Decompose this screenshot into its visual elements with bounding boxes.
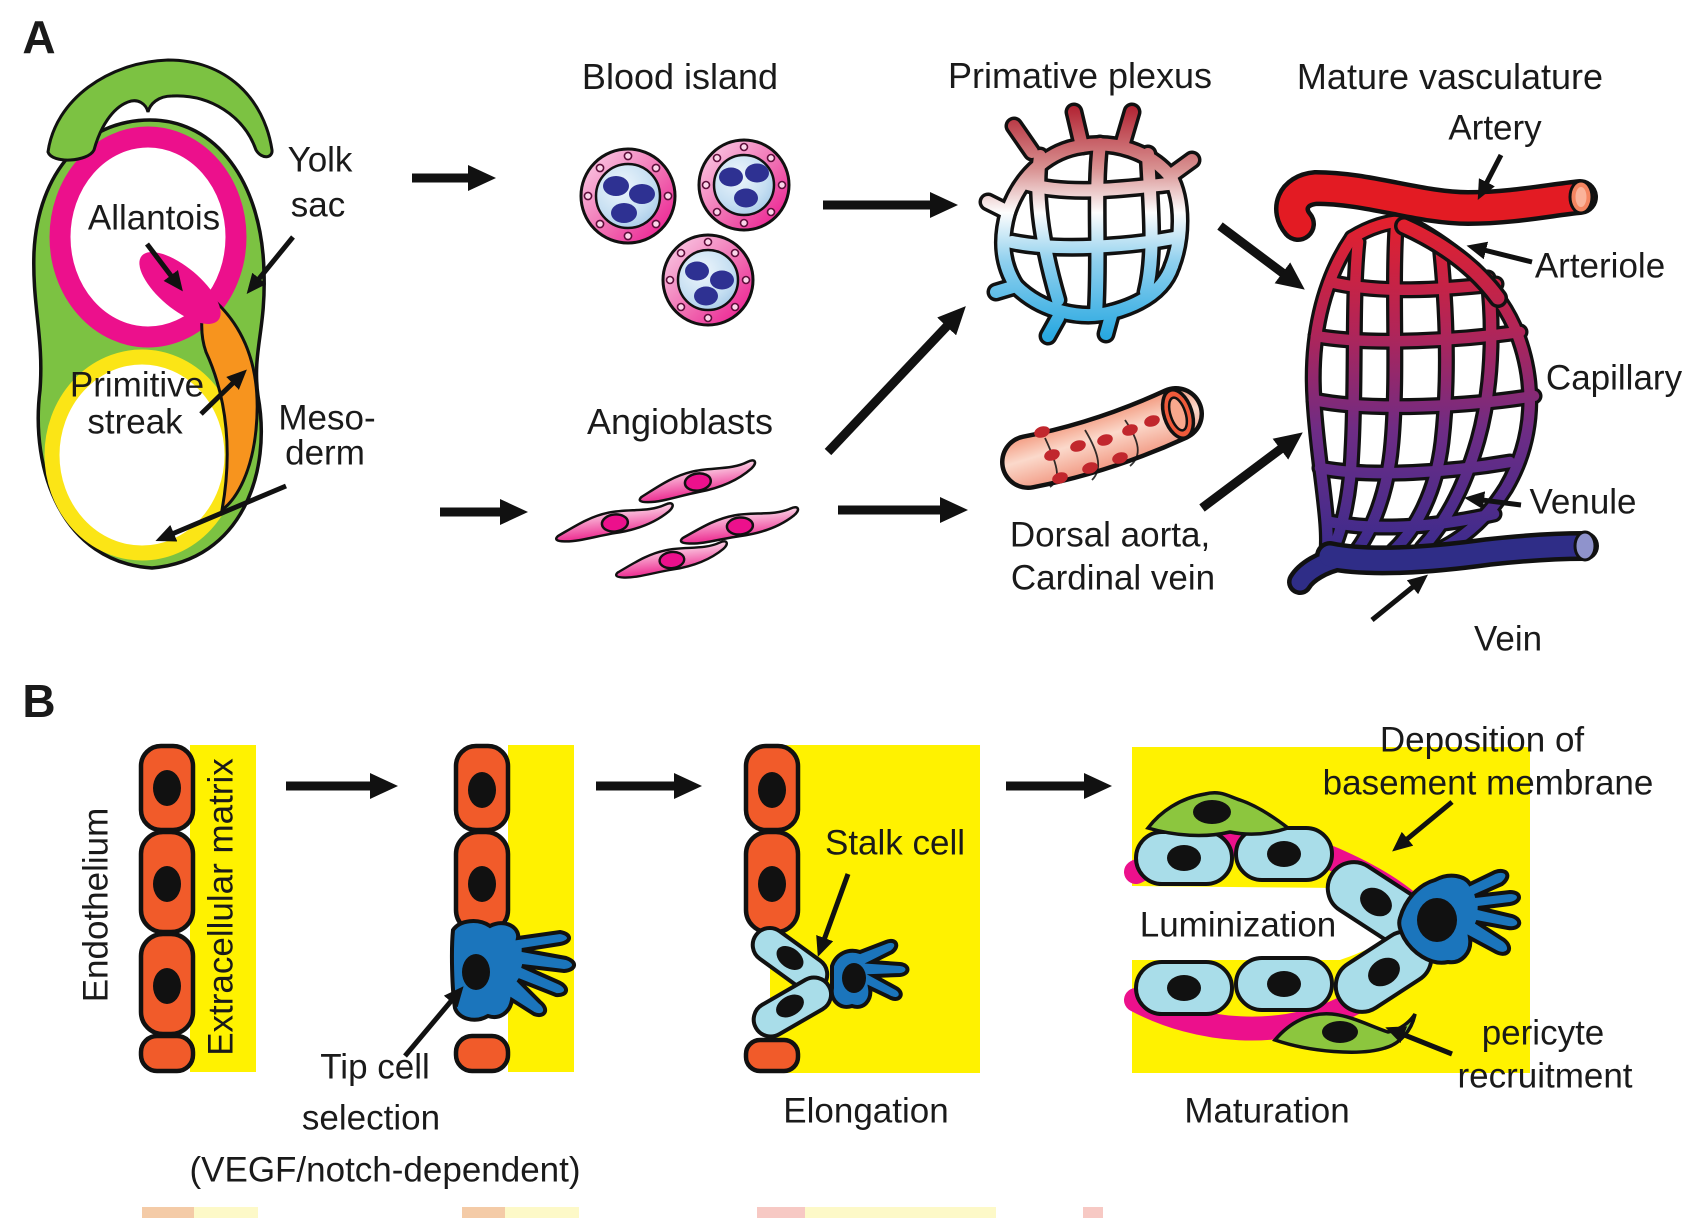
deposition-label-line2: basement membrane xyxy=(1322,763,1654,803)
extracellular-matrix-label: Extracellular matrix xyxy=(201,758,241,1056)
arrow-plexus-to-mature xyxy=(1217,222,1305,290)
tip-cell-label-line2: selection xyxy=(301,1098,441,1138)
angioblast-cell xyxy=(615,540,728,579)
panel-a-flow-arrows xyxy=(412,165,1305,525)
yolk-sac-arrow xyxy=(246,235,295,294)
stalk-cells xyxy=(750,925,834,1039)
amnion-cap xyxy=(46,58,274,162)
embryo-illustration xyxy=(32,58,274,570)
luminization-label: Luminization xyxy=(1139,905,1337,945)
primitive-streak-arrow xyxy=(199,369,247,416)
primative-plexus-title: Primative plexus xyxy=(947,55,1213,97)
dorsal-aorta-illustration xyxy=(1000,386,1204,490)
tip-cell-shape xyxy=(449,919,576,1022)
pericyte-label-line2: recruitment xyxy=(1457,1056,1633,1096)
blood-island-title: Blood island xyxy=(581,56,779,98)
vein-arrow xyxy=(1370,574,1428,622)
dorsal-aorta-label-line1: Dorsal aorta, xyxy=(1009,515,1211,555)
mature-vasculature-illustration xyxy=(1274,153,1599,622)
angioblast-cell xyxy=(679,505,800,545)
angioblast-cell xyxy=(638,459,757,504)
lumen-endothelial-cells xyxy=(1134,826,1434,1016)
primitive-streak-shape xyxy=(200,292,259,514)
mesoderm-label-line1: Meso- xyxy=(278,398,376,438)
tip-cell-label-line1: Tip cell xyxy=(320,1047,430,1087)
vein-label: Vein xyxy=(1473,619,1543,659)
artery-arrow xyxy=(1477,153,1504,200)
angioblasts-title: Angioblasts xyxy=(586,401,774,443)
arteriole-label: Arteriole xyxy=(1534,246,1666,286)
artery-shape xyxy=(1274,169,1598,242)
blood-island-illustration xyxy=(579,138,791,327)
elongation-label: Elongation xyxy=(783,1091,949,1131)
deposition-label-line1: Deposition of xyxy=(1379,720,1585,760)
capillary-label: Capillary xyxy=(1545,358,1683,398)
blood-island-cell xyxy=(661,233,755,327)
panel-b-letter: B xyxy=(22,674,56,727)
angioblasts-illustration xyxy=(555,459,800,579)
blood-island-cell xyxy=(579,147,677,245)
endothelium-label: Endothelium xyxy=(76,807,116,1003)
stage-quiescent-endothelium xyxy=(138,743,256,1074)
stage-tip-cell-selection xyxy=(403,743,576,1074)
cropped-next-row-strips xyxy=(142,1207,1103,1218)
pericyte-label-arrow xyxy=(1385,1026,1453,1057)
blood-island-cell xyxy=(697,138,791,232)
vein-shape xyxy=(1287,530,1599,595)
mature-vasculature-title: Mature vasculature xyxy=(1296,56,1604,98)
yolk-sac-label-line2: sac xyxy=(290,185,346,225)
venule-label: Venule xyxy=(1529,482,1637,522)
stalk-cell-label: Stalk cell xyxy=(824,823,966,863)
dorsal-aorta-label-line2: Cardinal vein xyxy=(1010,558,1216,598)
deposition-label-arrow xyxy=(1392,800,1454,852)
arrow-angioblasts-to-plexus xyxy=(824,306,966,456)
mesoderm-arrow xyxy=(155,483,287,542)
venule-arrow xyxy=(1464,491,1522,510)
primative-plexus-illustration xyxy=(978,102,1202,346)
arteriole-arrow xyxy=(1466,241,1533,265)
maturation-label: Maturation xyxy=(1184,1091,1350,1131)
yolk-sac-label-line1: Yolk xyxy=(287,140,353,180)
primitive-streak-label-line1: Primitive xyxy=(69,365,205,405)
arrow-aorta-to-mature xyxy=(1199,432,1303,512)
allantois-arrow xyxy=(145,242,183,292)
pericyte-label-line1: pericyte xyxy=(1481,1013,1605,1053)
angioblast-cell xyxy=(555,502,674,543)
stage-elongation xyxy=(743,743,980,1074)
pericyte-cells xyxy=(1145,790,1417,1054)
tip-cell-label-arrow xyxy=(403,986,464,1058)
mesoderm-label-line2: derm xyxy=(285,433,365,473)
primitive-streak-label-line2: streak xyxy=(87,402,183,442)
embryo-label-arrows xyxy=(145,235,295,542)
panel-a-letter: A xyxy=(22,10,56,63)
stalk-cell-label-arrow xyxy=(816,873,851,957)
allantois-label: Allantois xyxy=(87,198,221,238)
stage-maturation xyxy=(1124,747,1530,1073)
tip-cell-label-line3: (VEGF/notch-dependent) xyxy=(189,1150,581,1190)
artery-label: Artery xyxy=(1448,108,1542,148)
